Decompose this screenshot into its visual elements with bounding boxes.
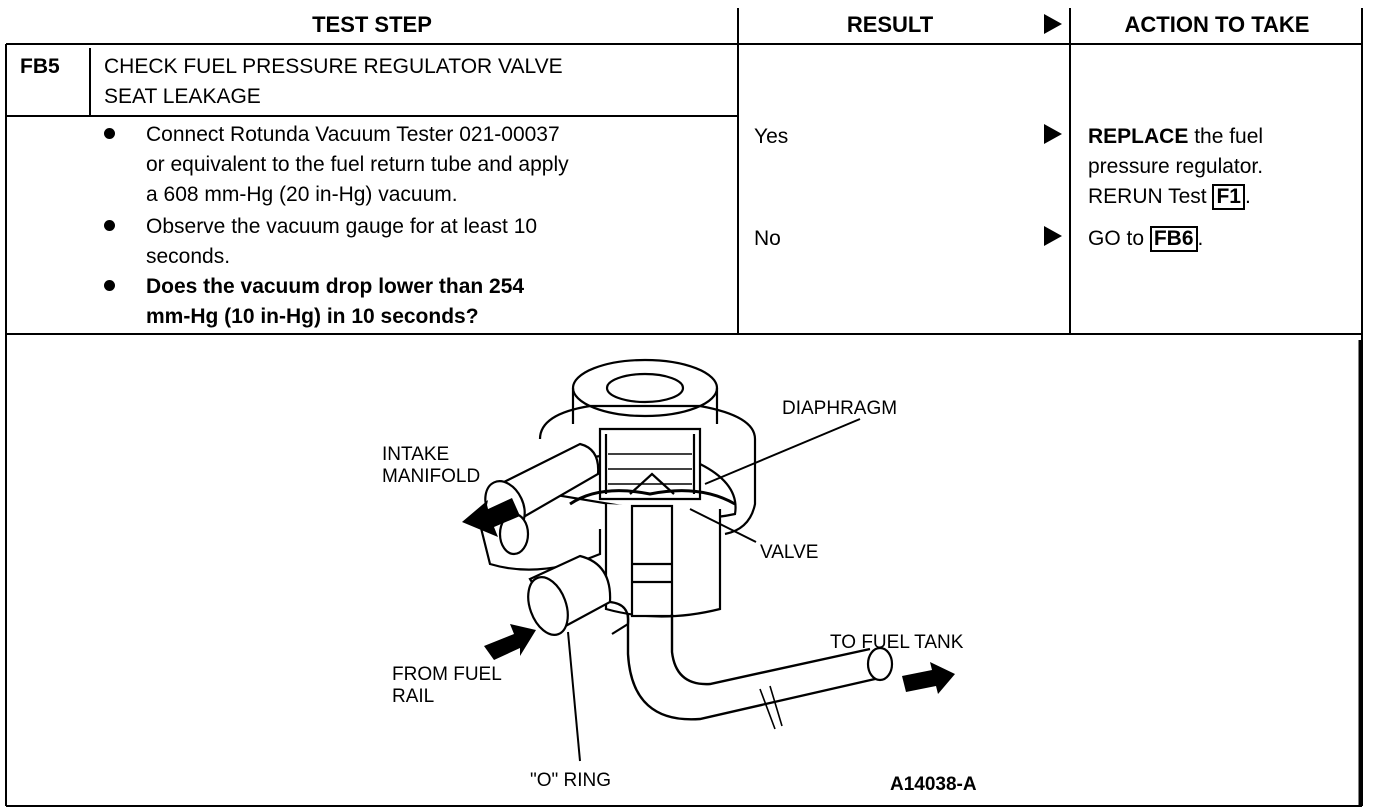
test-ref-f1[interactable]: F1 <box>1212 184 1245 210</box>
header-result: RESULT <box>846 12 934 37</box>
label-to-fuel-tank: TO FUEL TANK <box>830 632 964 653</box>
label-from-fuel-l2: RAIL <box>392 686 435 707</box>
bullet-1-line-1: Connect Rotunda Vacuum Tester 021-00037 <box>146 123 560 146</box>
intake-flow-arrow <box>462 498 520 537</box>
action-yes-text: the fuel <box>1188 125 1264 148</box>
period: . <box>1197 227 1204 250</box>
bullet-icon <box>104 280 115 291</box>
label-valve: VALVE <box>760 542 819 563</box>
action-no: GO to FB6. <box>1088 224 1203 254</box>
step-code: FB5 <box>20 55 60 78</box>
label-o-ring: "O" RING <box>530 770 612 791</box>
action-yes-line2: pressure regulator. <box>1088 155 1264 178</box>
arrow-icon <box>1044 14 1062 34</box>
arrow-icon <box>1044 226 1062 246</box>
step-title-line2: SEAT LEAKAGE <box>104 85 261 108</box>
bullet-2-line-2: seconds. <box>146 245 231 268</box>
label-from-fuel-l1: FROM FUEL <box>392 664 502 685</box>
fuel-in-arrow <box>484 624 536 660</box>
result-no: No <box>754 227 781 250</box>
bullet-3-line-2: mm-Hg (10 in-Hg) in 10 seconds? <box>146 305 479 328</box>
action-yes-line1: REPLACE the fuel <box>1088 122 1263 152</box>
bullet-1-line-3: a 608 mm-Hg (20 in-Hg) vacuum. <box>146 183 458 206</box>
header-test-step: TEST STEP <box>312 12 432 37</box>
test-ref-fb6[interactable]: FB6 <box>1149 226 1198 252</box>
bullet-3-line-1: Does the vacuum drop lower than 254 <box>146 275 525 298</box>
label-diaphragm: DIAPHRAGM <box>782 398 898 419</box>
arrow-icon <box>1044 124 1062 144</box>
bullet-1-line-2: or equivalent to the fuel return tube an… <box>146 153 569 176</box>
step-title-line1: CHECK FUEL PRESSURE REGULATOR VALVE <box>104 55 563 78</box>
regulator-diagram <box>462 358 955 762</box>
goto-text: GO to <box>1088 227 1150 250</box>
fuel-out-arrow <box>902 662 955 694</box>
rerun-text: RERUN Test <box>1088 185 1213 208</box>
result-yes: Yes <box>754 125 789 148</box>
housing-top-hole <box>605 372 685 404</box>
label-intake-l2: MANIFOLD <box>382 466 481 487</box>
bullet-icon <box>104 220 115 231</box>
period: . <box>1245 185 1251 208</box>
replace-keyword: REPLACE <box>1088 125 1189 148</box>
bullet-2-line-1: Observe the vacuum gauge for at least 10 <box>146 215 538 238</box>
header-action: ACTION TO TAKE <box>1124 12 1310 37</box>
label-intake-l1: INTAKE <box>382 444 450 465</box>
action-yes-line3: RERUN Test F1. <box>1088 182 1251 212</box>
bullet-icon <box>104 128 115 139</box>
figure-id: A14038-A <box>890 774 977 795</box>
valve-tube <box>630 504 674 618</box>
